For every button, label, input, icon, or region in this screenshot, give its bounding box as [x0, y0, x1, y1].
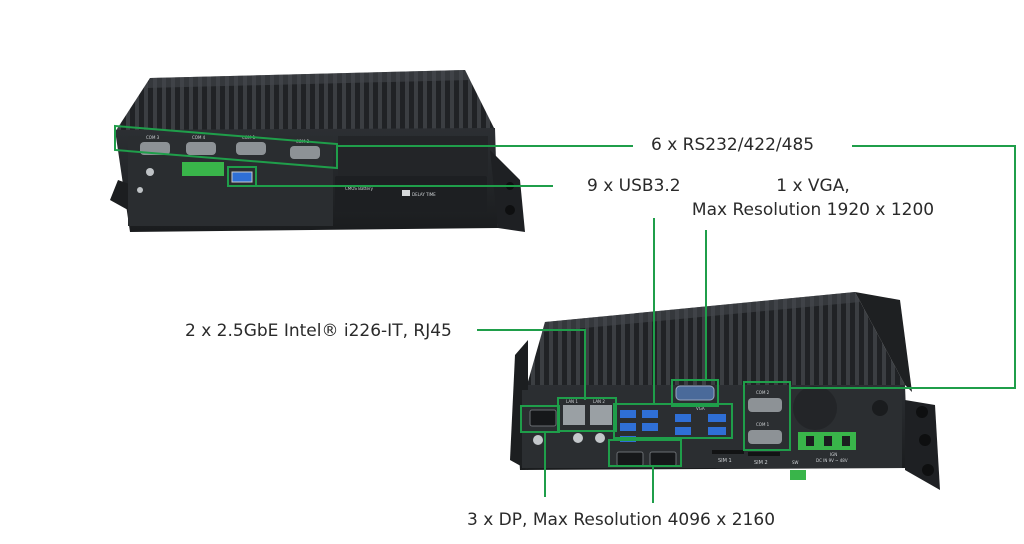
- callout-lines: [114, 124, 1016, 503]
- com-box-bottom: [743, 381, 791, 451]
- usb-port: [620, 410, 636, 418]
- ign-label: IGN: [830, 452, 837, 457]
- usb-port: [675, 427, 691, 435]
- usb-port: [620, 423, 636, 431]
- io-terminal-block: [182, 162, 224, 176]
- vga-callout-label-line1: 1 x VGA,: [776, 176, 850, 196]
- delay-time-label: DELAY TIME: [412, 192, 436, 197]
- lan1-label: LAN 1: [566, 399, 578, 404]
- bracket-left-top: [110, 180, 132, 210]
- device-top: COM 3 COM 4 COM 1 COM 2 CMOS Battery DEL…: [110, 70, 525, 232]
- dc-in-label: DC IN 9V ~ 48V: [816, 458, 848, 463]
- dp-box-left: [520, 405, 560, 433]
- usb-port: [708, 414, 726, 422]
- com-port-a: [748, 398, 782, 412]
- vga-callout-label-line2: Max Resolution 1920 x 1200: [691, 200, 935, 220]
- com-port-2: [186, 142, 216, 155]
- sim1-label: SIM 1: [718, 458, 732, 464]
- usb-port: [642, 423, 658, 431]
- bracket-right-top: [490, 150, 525, 232]
- lan-callout-label: 2 x 2.5GbE Intel® i226-IT, RJ45: [185, 321, 452, 341]
- panel-right-top: [338, 136, 488, 176]
- rs232-box-top: [114, 124, 338, 170]
- com-port-1-label: COM 3: [146, 135, 160, 140]
- com-b-label: COM 1: [756, 422, 770, 427]
- com-port-3: [236, 142, 266, 155]
- dp-callout-label: 3 x DP, Max Resolution 4096 x 2160: [467, 510, 776, 530]
- rj45-port-2: [590, 405, 612, 425]
- com-port-b: [748, 430, 782, 444]
- vga-box: [671, 379, 719, 407]
- usb-box-top: [227, 166, 257, 187]
- vga-port: [675, 385, 715, 401]
- com-port-2-label: COM 4: [192, 135, 206, 140]
- power-button: [146, 168, 154, 176]
- lan-leader: [477, 329, 586, 400]
- usb-callout-label: 9 x USB3.2: [587, 176, 681, 196]
- rs232-leader-right: [790, 145, 1016, 389]
- dp-port-2: [616, 451, 644, 467]
- usb-port: [675, 414, 691, 422]
- lan2-label: LAN 2: [593, 399, 605, 404]
- device-bottom: LAN 1 LAN 2 VGA COM 2 COM 1 DC IN 9V ~ 4…: [510, 292, 940, 490]
- cmos-label: CMOS Battery: [345, 186, 374, 191]
- com-a-label: COM 2: [756, 390, 770, 395]
- usb-port: [642, 410, 658, 418]
- switch-terminal: [790, 470, 806, 480]
- vga-label: VGA: [696, 406, 705, 411]
- usb-port: [708, 427, 726, 435]
- com-port-group-top: COM 3 COM 4 COM 1 COM 2: [140, 135, 320, 159]
- rj45-port-1: [563, 405, 585, 425]
- dp-box-center: [608, 439, 682, 467]
- dp-port-1: [529, 409, 557, 427]
- sim2-label: SIM 2: [754, 460, 768, 466]
- usb-port-top: [231, 171, 253, 183]
- rs232-callout-label: 6 x RS232/422/485: [651, 135, 815, 155]
- com-port-4: [290, 146, 320, 159]
- dp-port-3: [649, 451, 677, 467]
- sw-label: SW: [792, 460, 799, 465]
